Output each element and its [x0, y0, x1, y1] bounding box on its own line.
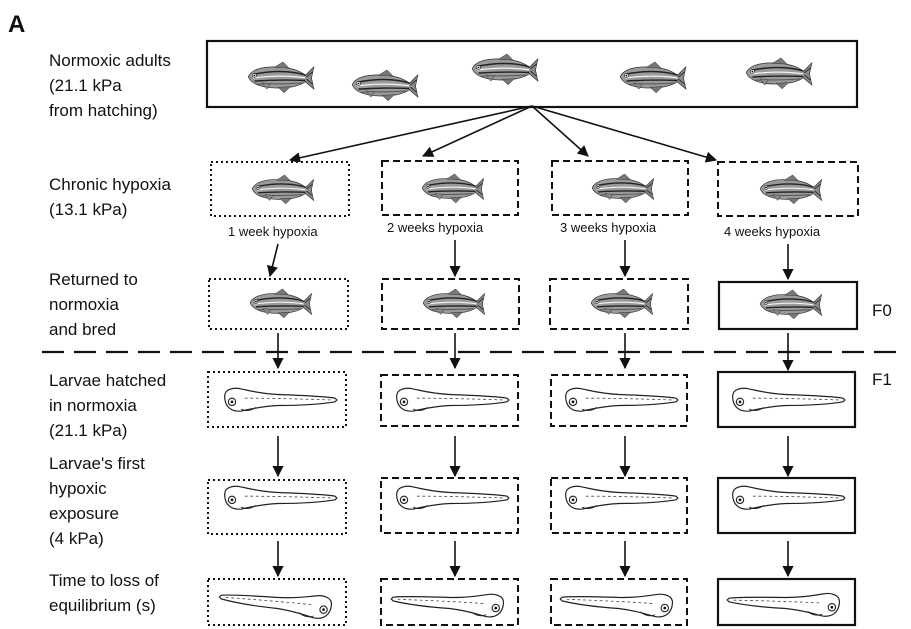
svg-text:Normoxic adults: Normoxic adults [49, 51, 171, 70]
svg-text:(13.1 kPa): (13.1 kPa) [49, 200, 127, 219]
svg-text:(4 kPa): (4 kPa) [49, 529, 104, 548]
svg-text:and bred: and bred [49, 320, 116, 339]
row-label-normoxic-adults: Normoxic adults (21.1 kPa from hatching) [49, 51, 171, 120]
row-label-returned: Returned to normoxia and bred [49, 270, 138, 339]
normoxic-adults-box [205, 39, 859, 109]
fan-out-arrows [288, 105, 718, 164]
svg-text:equilibrium (s): equilibrium (s) [49, 596, 156, 615]
generation-label-f0: F0 [872, 301, 892, 320]
svg-text:Chronic hypoxia: Chronic hypoxia [49, 175, 171, 194]
svg-text:hypoxic: hypoxic [49, 479, 107, 498]
svg-text:Returned to: Returned to [49, 270, 138, 289]
arrows-to-larvae [272, 333, 794, 372]
svg-text:(21.1 kPa): (21.1 kPa) [49, 421, 127, 440]
treatment-caption-4: 4 weeks hypoxia [724, 224, 821, 239]
loe-row [207, 577, 857, 627]
row-label-chronic-hypoxia: Chronic hypoxia (13.1 kPa) [49, 175, 171, 219]
chronic-hypoxia-row [210, 160, 859, 217]
svg-text:(21.1 kPa: (21.1 kPa [49, 76, 122, 95]
svg-text:normoxia: normoxia [49, 295, 119, 314]
svg-text:Larvae hatched: Larvae hatched [49, 371, 166, 390]
row-label-larvae-hatched: Larvae hatched in normoxia (21.1 kPa) [49, 371, 166, 440]
larvae-hatched-row [207, 370, 857, 429]
svg-text:exposure: exposure [49, 504, 119, 523]
treatment-caption-2: 2 weeks hypoxia [387, 220, 484, 235]
svg-text:in normoxia: in normoxia [49, 396, 137, 415]
svg-text:Time to loss of: Time to loss of [49, 571, 159, 590]
treatment-caption-3: 3 weeks hypoxia [560, 220, 657, 235]
first-exposure-row [207, 476, 857, 535]
arrows-to-loe [272, 541, 794, 578]
row-label-time-to-loe: Time to loss of equilibrium (s) [49, 571, 159, 615]
panel-label: A [8, 11, 25, 38]
row-label-first-exposure: Larvae's first hypoxic exposure (4 kPa) [49, 454, 145, 548]
svg-text:Larvae's first: Larvae's first [49, 454, 145, 473]
arrows-to-exposure [272, 436, 794, 478]
svg-text:from hatching): from hatching) [49, 101, 158, 120]
arrows-to-returned [267, 240, 794, 281]
treatment-caption-1: 1 week hypoxia [228, 224, 318, 239]
returned-row [208, 278, 859, 331]
generation-label-f1: F1 [872, 370, 892, 389]
